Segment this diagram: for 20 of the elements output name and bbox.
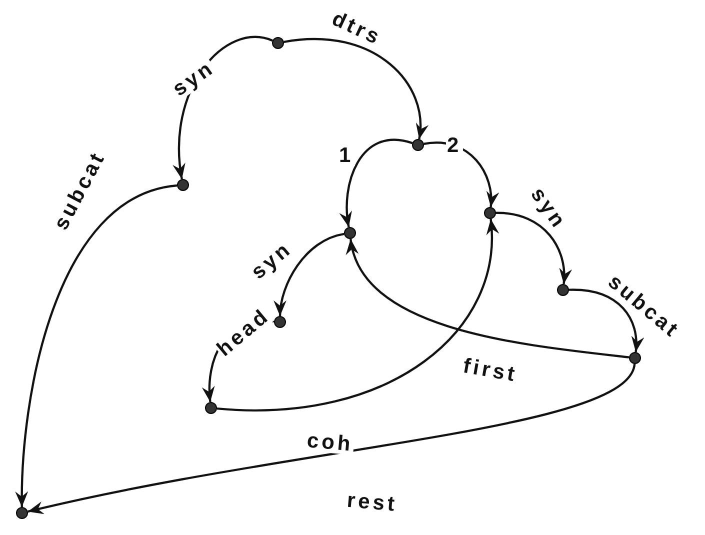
node-dot [177,179,189,191]
arrow [28,364,636,514]
node-dot [484,207,496,219]
arrow [496,212,572,284]
node-dot [412,139,424,151]
arrow [284,38,428,140]
arrow [568,288,644,352]
node-dot [274,316,286,328]
node-dot [557,284,569,296]
arrow [274,232,344,316]
node-dot [344,227,356,239]
arrow [424,142,498,208]
arrow [348,238,630,358]
arrow [340,138,413,228]
node-dot [272,37,284,49]
node-dot [629,352,641,364]
node-dot [16,507,28,519]
arrow [16,184,178,508]
arrow [216,218,498,412]
node-dot [205,402,217,414]
